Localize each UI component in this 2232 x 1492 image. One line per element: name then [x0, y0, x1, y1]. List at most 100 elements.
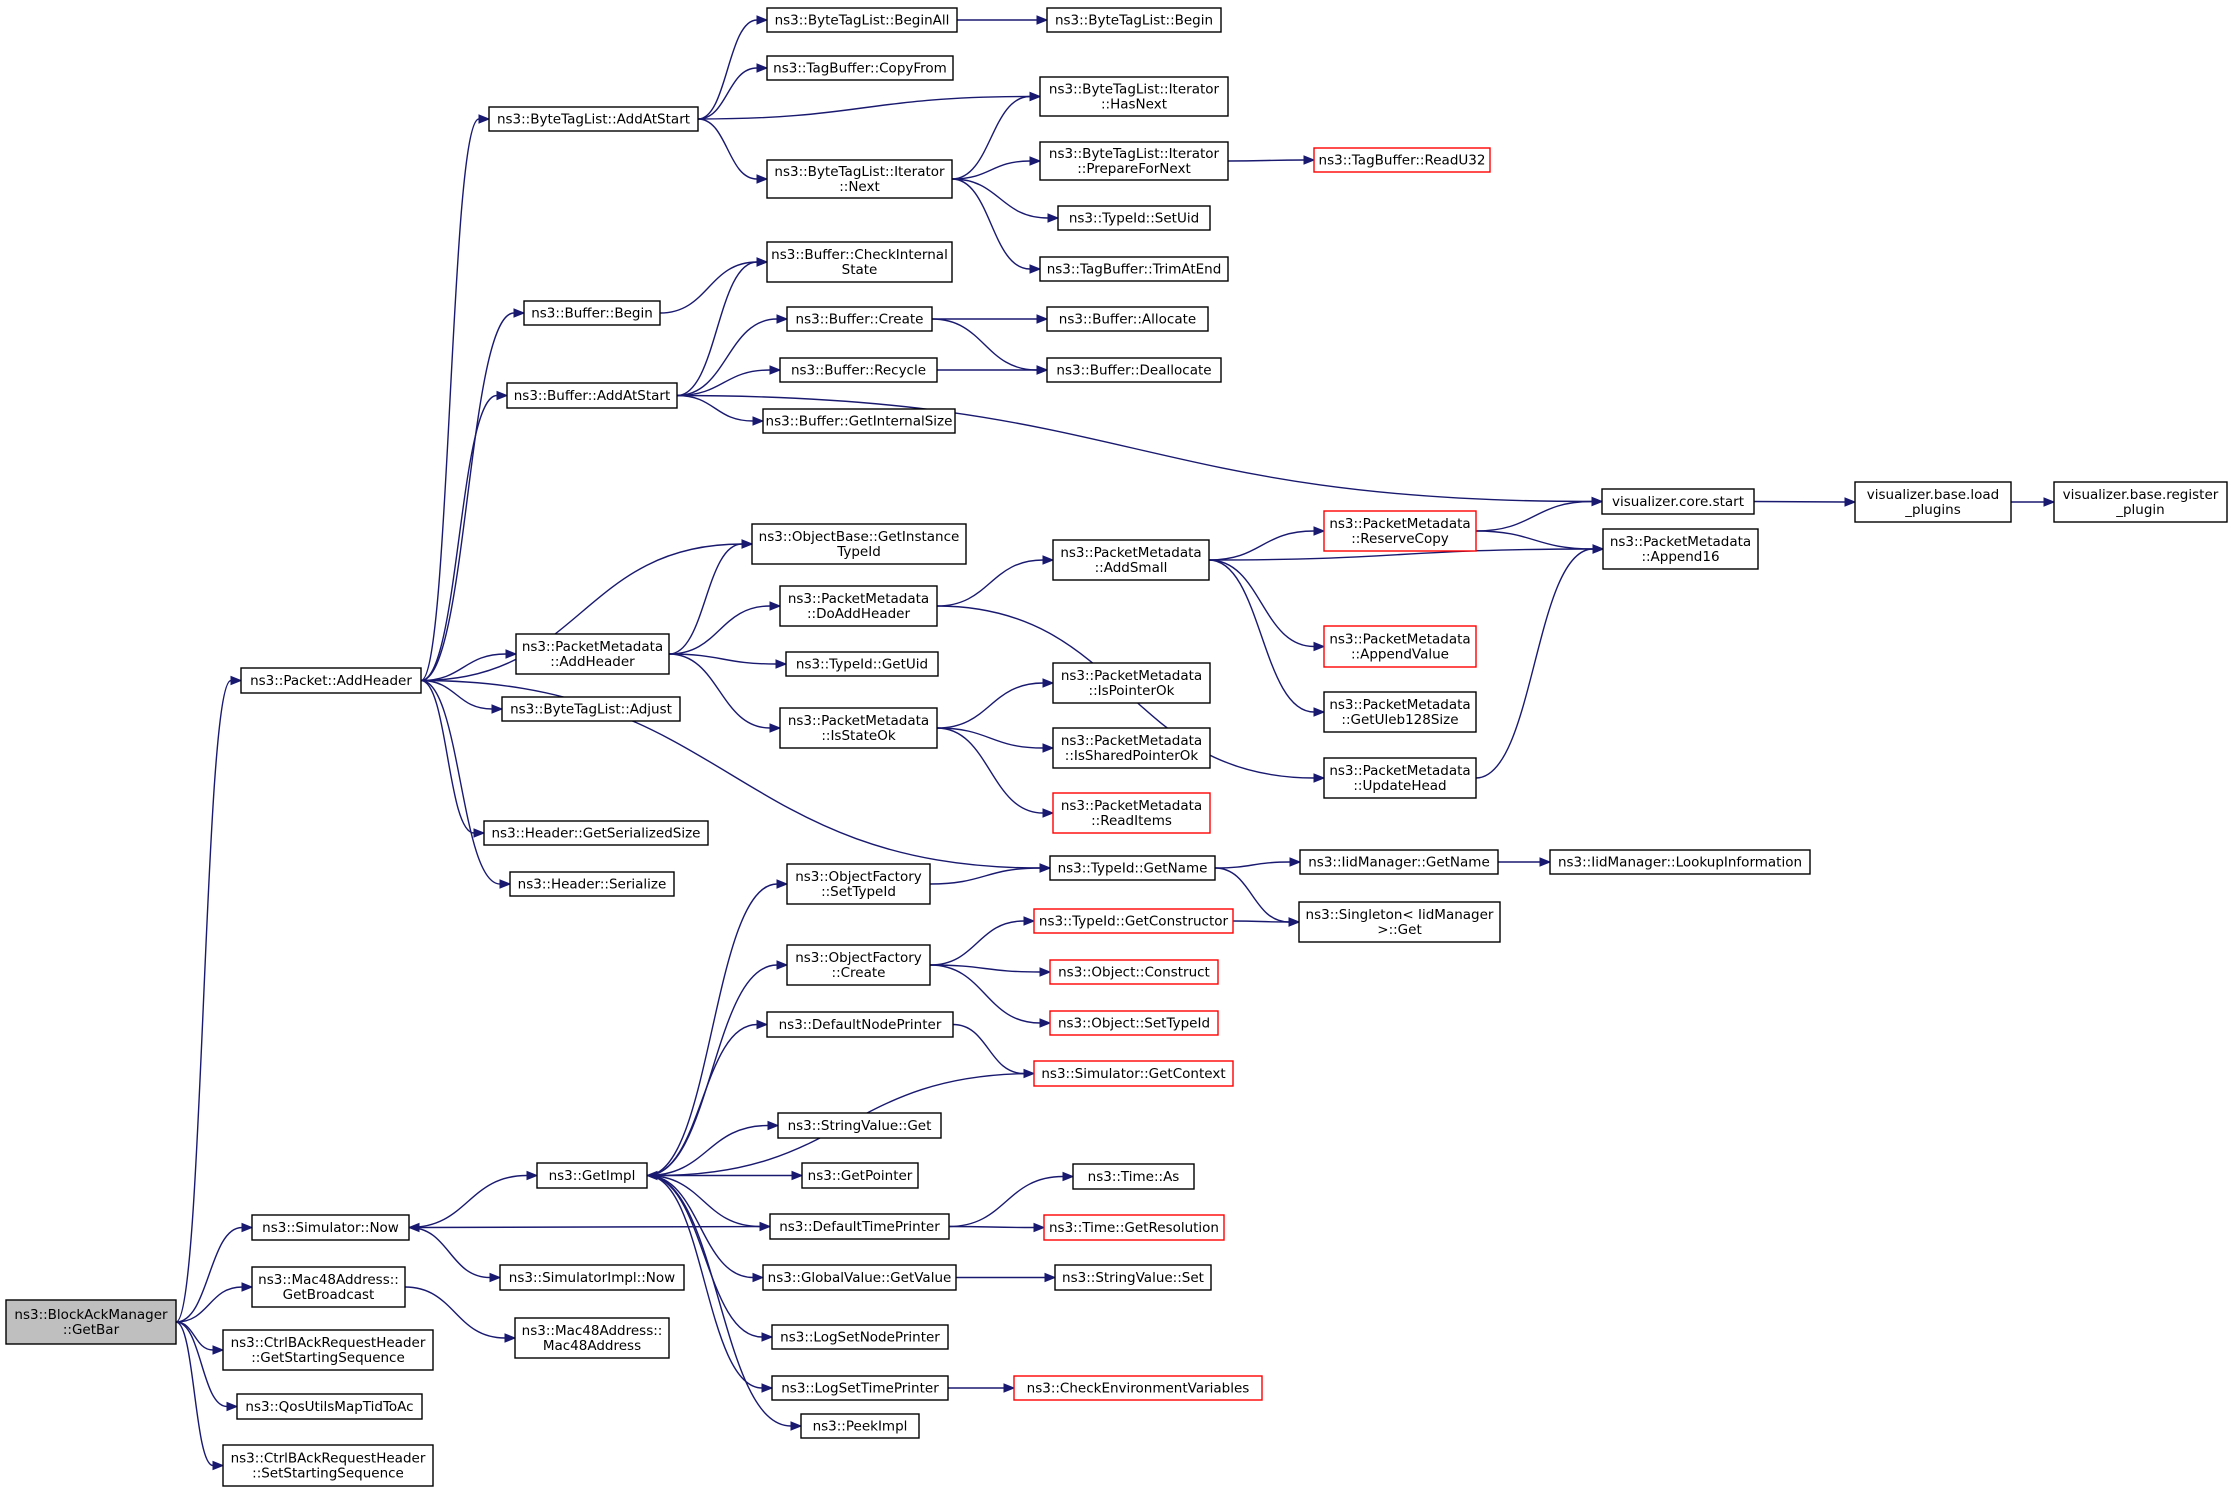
node-ns3-packetmetadata-appendvalue[interactable]: ns3::PacketMetadata::AppendValue — [1323, 625, 1477, 668]
node-ns3-iidmanager-lookupinformation[interactable]: ns3::IidManager::LookupInformation — [1549, 849, 1811, 875]
node-label: ns3::ObjectBase::GetInstance — [759, 529, 960, 545]
node-ns3-simulator-now[interactable]: ns3::Simulator::Now — [251, 1214, 410, 1241]
node-ns3-stringvalue-get[interactable]: ns3::StringValue::Get — [777, 1112, 942, 1139]
node-ns3-packetmetadata-reservecopy[interactable]: ns3::PacketMetadata::ReserveCopy — [1323, 510, 1477, 552]
node-visualizer-base-register-plugin[interactable]: visualizer.base.register_plugin — [2053, 481, 2228, 523]
node-ns3-globalvalue-getvalue[interactable]: ns3::GlobalValue::GetValue — [762, 1264, 957, 1291]
node-label: ns3::QosUtilsMapTidToAc — [245, 1399, 413, 1415]
node-ns3-objectfactory-settypeid[interactable]: ns3::ObjectFactory::SetTypeId — [786, 863, 931, 905]
node-ns3-buffer-begin[interactable]: ns3::Buffer::Begin — [523, 300, 661, 326]
node-ns3-blockackmanager-getbar[interactable]: ns3::BlockAckManager::GetBar — [5, 1299, 177, 1345]
node-label: ::ReadItems — [1091, 813, 1172, 829]
node-ns3-buffer-deallocate[interactable]: ns3::Buffer::Deallocate — [1046, 357, 1222, 383]
node-ns3-packetmetadata-append16[interactable]: ns3::PacketMetadata::Append16 — [1602, 528, 1759, 570]
node-ns3-packetmetadata-readitems[interactable]: ns3::PacketMetadata::ReadItems — [1052, 792, 1211, 834]
node-ns3-bytetaglist-iterator-next[interactable]: ns3::ByteTagList::Iterator::Next — [766, 159, 953, 199]
node-ns3-logsetnodeprinter[interactable]: ns3::LogSetNodePrinter — [771, 1324, 949, 1350]
node-ns3-time-getresolution[interactable]: ns3::Time::GetResolution — [1043, 1214, 1225, 1241]
node-ns3-ctrlbackrequestheader-setstartingsequence[interactable]: ns3::CtrlBAckRequestHeader::SetStartingS… — [222, 1444, 434, 1487]
node-label: ns3::PacketMetadata — [1610, 534, 1751, 550]
call-edge — [408, 1226, 502, 1283]
node-ns3-defaulttimeprinter[interactable]: ns3::DefaultTimePrinter — [769, 1213, 950, 1240]
call-edge — [668, 539, 754, 655]
node-ns3-packetmetadata-addheader[interactable]: ns3::PacketMetadata::AddHeader — [515, 633, 670, 675]
node-ns3-buffer-allocate[interactable]: ns3::Buffer::Allocate — [1046, 306, 1209, 332]
node-ns3-buffer-addatstart[interactable]: ns3::Buffer::AddAtStart — [506, 382, 678, 409]
node-ns3-logsettimeprinter[interactable]: ns3::LogSetTimePrinter — [771, 1375, 949, 1401]
node-ns3-tagbuffer-readu32[interactable]: ns3::TagBuffer::ReadU32 — [1313, 147, 1491, 173]
node-label: ns3::ByteTagList::Iterator — [1049, 146, 1220, 162]
node-ns3-packetmetadata-updatehead[interactable]: ns3::PacketMetadata::UpdateHead — [1323, 757, 1477, 799]
node-ns3-typeid-setuid[interactable]: ns3::TypeId::SetUid — [1057, 205, 1211, 231]
node-ns3-getimpl[interactable]: ns3::GetImpl — [536, 1162, 648, 1189]
call-edge — [646, 1120, 780, 1177]
node-ns3-bytetaglist-addatstart[interactable]: ns3::ByteTagList::AddAtStart — [488, 106, 699, 132]
node-ns3-typeid-getname[interactable]: ns3::TypeId::GetName — [1049, 855, 1216, 881]
node-ns3-buffer-getinternalsize[interactable]: ns3::Buffer::GetInternalSize — [762, 408, 956, 434]
node-label: ns3::SimulatorImpl::Now — [509, 1270, 675, 1286]
node-ns3-bytetaglist-iterator-hasnext[interactable]: ns3::ByteTagList::Iterator::HasNext — [1039, 76, 1229, 117]
node-ns3-objectfactory-create[interactable]: ns3::ObjectFactory::Create — [786, 944, 931, 986]
node-ns3-packetmetadata-isstateok[interactable]: ns3::PacketMetadata::IsStateOk — [779, 707, 938, 749]
node-ns3-buffer-create[interactable]: ns3::Buffer::Create — [786, 306, 933, 332]
node-ns3-typeid-getuid[interactable]: ns3::TypeId::GetUid — [785, 651, 939, 677]
node-ns3-header-serialize[interactable]: ns3::Header::Serialize — [509, 871, 675, 897]
call-edge — [175, 1222, 254, 1323]
call-edge — [1208, 526, 1326, 561]
node-ns3-buffer-recycle[interactable]: ns3::Buffer::Recycle — [779, 357, 938, 383]
node-ns3-checkenvironmentvariables[interactable]: ns3::CheckEnvironmentVariables — [1013, 1375, 1263, 1401]
node-ns3-packetmetadata-ispointerok[interactable]: ns3::PacketMetadata::IsPointerOk — [1052, 662, 1211, 704]
node-ns3-bytetaglist-begin[interactable]: ns3::ByteTagList::Begin — [1046, 7, 1222, 33]
node-ns3-packetmetadata-addsmall[interactable]: ns3::PacketMetadata::AddSmall — [1052, 539, 1210, 581]
call-edge — [175, 1321, 225, 1471]
node-ns3-peekimpl[interactable]: ns3::PeekImpl — [800, 1413, 920, 1439]
node-label: ns3::ByteTagList::Iterator — [774, 164, 945, 180]
node-ns3-iidmanager-getname[interactable]: ns3::IidManager::GetName — [1299, 849, 1499, 875]
node-label: ns3::Time::As — [1088, 1169, 1180, 1185]
call-edge — [646, 1019, 769, 1177]
node-label: ::Next — [839, 179, 880, 195]
node-ns3-packet-addheader[interactable]: ns3::Packet::AddHeader — [240, 667, 422, 694]
node-label: ::Create — [832, 965, 886, 981]
call-edge — [957, 15, 1049, 25]
node-label: ::SetStartingSequence — [252, 1466, 404, 1482]
node-ns3-typeid-getconstructor[interactable]: ns3::TypeId::GetConstructor — [1033, 908, 1234, 934]
node-ns3-object-settypeid[interactable]: ns3::Object::SetTypeId — [1049, 1010, 1219, 1036]
node-label: ns3::ObjectFactory — [795, 950, 922, 966]
node-ns3-object-construct[interactable]: ns3::Object::Construct — [1049, 959, 1219, 985]
node-ns3-bytetaglist-iterator-preparefornext[interactable]: ns3::ByteTagList::Iterator::PrepareForNe… — [1039, 141, 1229, 181]
node-visualizer-base-load-plugins[interactable]: visualizer.base.load_plugins — [1854, 481, 2012, 523]
node-ns3-simulatorimpl-now[interactable]: ns3::SimulatorImpl::Now — [499, 1264, 685, 1291]
node-ns3-tagbuffer-trimatend[interactable]: ns3::TagBuffer::TrimAtEnd — [1039, 256, 1229, 282]
node-ns3-stringvalue-set[interactable]: ns3::StringValue::Set — [1054, 1264, 1212, 1291]
call-edge — [420, 679, 504, 714]
node-ns3-defaultnodeprinter[interactable]: ns3::DefaultNodePrinter — [766, 1011, 954, 1038]
node-label: ns3::PacketMetadata — [1061, 798, 1202, 814]
node-ns3-simulator-getcontext[interactable]: ns3::Simulator::GetContext — [1033, 1060, 1234, 1087]
node-ns3-tagbuffer-copyfrom[interactable]: ns3::TagBuffer::CopyFrom — [766, 55, 954, 81]
node-ns3-packetmetadata-issharedpointerok[interactable]: ns3::PacketMetadata::IsSharedPointerOk — [1052, 727, 1211, 769]
node-ns3-qosutilsmaptidtoac[interactable]: ns3::QosUtilsMapTidToAc — [236, 1393, 423, 1420]
node-ns3-mac48address-getbroadcast[interactable]: ns3::Mac48Address::GetBroadcast — [251, 1266, 406, 1308]
node-visualizer-core-start[interactable]: visualizer.core.start — [1601, 488, 1755, 515]
node-label: visualizer.base.load — [1867, 487, 1999, 503]
node-ns3-ctrlbackrequestheader-getstartingsequence[interactable]: ns3::CtrlBAckRequestHeader::GetStartingS… — [222, 1329, 434, 1371]
node-label: State — [842, 262, 878, 278]
node-label: ns3::PacketMetadata — [788, 591, 929, 607]
node-ns3-bytetaglist-adjust[interactable]: ns3::ByteTagList::Adjust — [501, 696, 681, 722]
node-ns3-packetmetadata-getuleb128size[interactable]: ns3::PacketMetadata::GetUleb128Size — [1323, 691, 1477, 733]
call-edge — [931, 314, 1049, 324]
node-label: ns3::PacketMetadata — [522, 639, 663, 655]
node-ns3-bytetaglist-beginall[interactable]: ns3::ByteTagList::BeginAll — [766, 7, 958, 33]
node-ns3-mac48address-mac48address[interactable]: ns3::Mac48Address::Mac48Address — [514, 1317, 670, 1359]
call-edge — [175, 675, 243, 1323]
node-ns3-getpointer[interactable]: ns3::GetPointer — [801, 1162, 919, 1189]
node-ns3-time-as[interactable]: ns3::Time::As — [1072, 1163, 1195, 1190]
node-label: ::IsSharedPointerOk — [1065, 748, 1199, 764]
node-label: ns3::DefaultTimePrinter — [779, 1219, 940, 1235]
node-ns3-packetmetadata-doaddheader[interactable]: ns3::PacketMetadata::DoAddHeader — [779, 585, 938, 627]
node-ns3-singleton-iidmanager-get[interactable]: ns3::Singleton< IidManager >::Get — [1298, 901, 1501, 943]
node-ns3-header-getserializedsize[interactable]: ns3::Header::GetSerializedSize — [483, 820, 709, 846]
